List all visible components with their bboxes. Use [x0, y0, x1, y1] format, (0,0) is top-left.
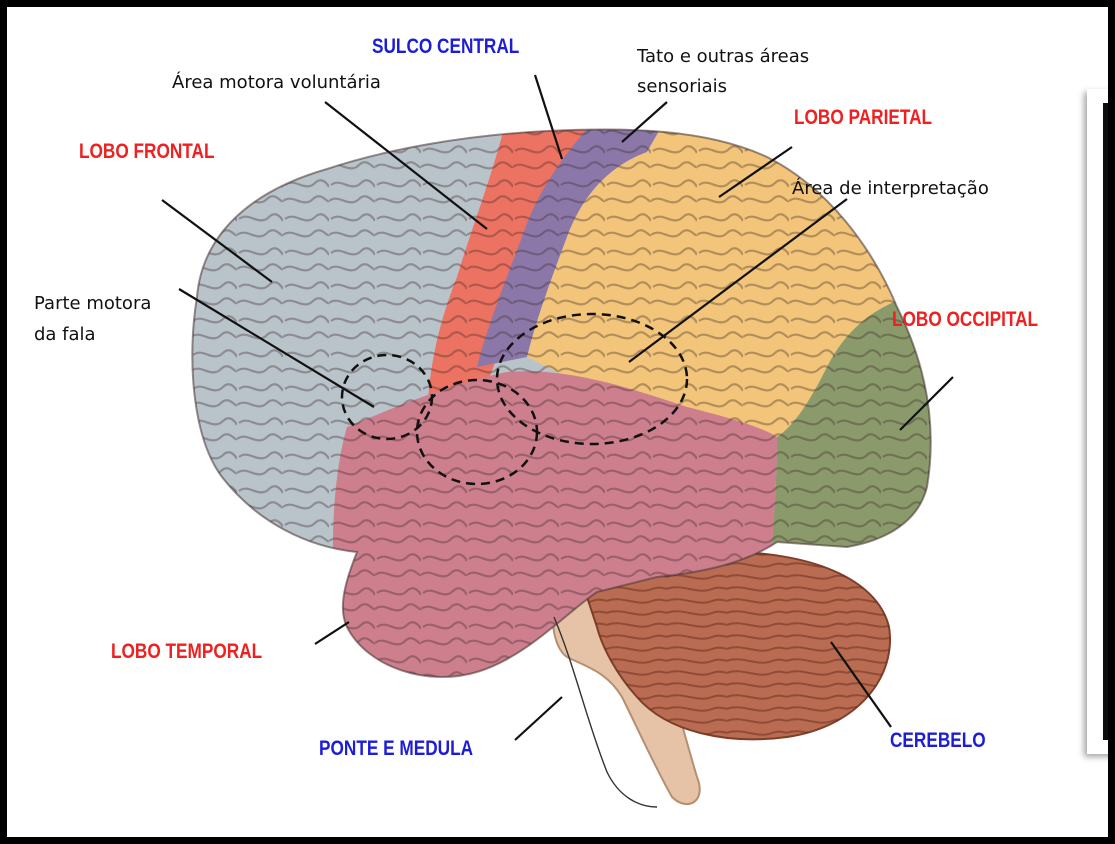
label-tato-line2: sensoriais	[637, 77, 727, 98]
label-tato-line1: Tato e outras áreas	[637, 47, 809, 68]
label-lobo-occipital: LOBO OCCIPITAL	[892, 308, 1038, 332]
label-parte-motora-line2: da fala	[34, 325, 96, 346]
label-parte-motora-line1: Parte motora	[34, 294, 151, 315]
side-photo-highlight	[1109, 589, 1115, 679]
label-area-interpretacao: Área de interpretação	[792, 179, 989, 200]
label-lobo-frontal: LOBO FRONTAL	[79, 140, 215, 164]
label-lobo-temporal: LOBO TEMPORAL	[111, 640, 262, 664]
label-sulco-central: SULCO CENTRAL	[372, 35, 519, 59]
label-ponte-medula: PONTE E MEDULA	[319, 737, 473, 761]
label-lobo-parietal: LOBO PARIETAL	[794, 106, 932, 130]
brain-illustration	[7, 7, 1115, 844]
label-area-motora: Área motora voluntária	[172, 73, 381, 94]
label-cerebelo: CEREBELO	[890, 729, 986, 753]
